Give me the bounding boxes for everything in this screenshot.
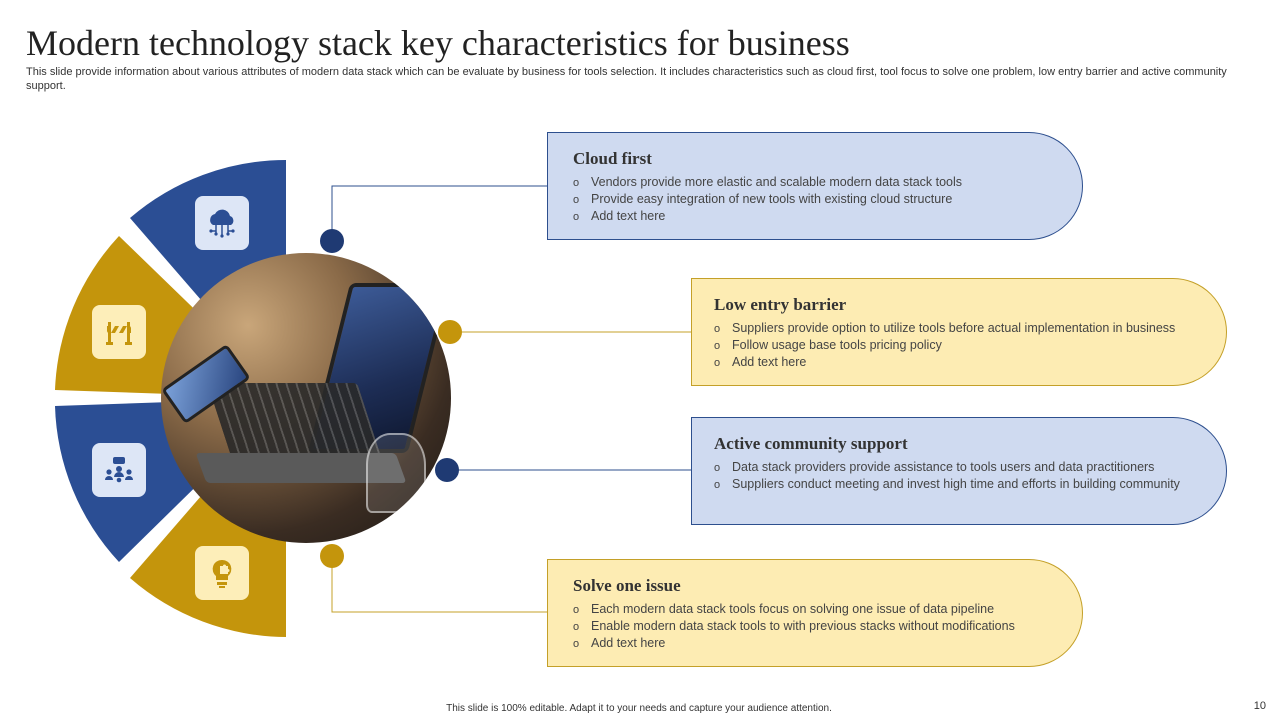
bullet-item: Add text here bbox=[714, 354, 1206, 371]
bullet-list: Suppliers provide option to utilize tool… bbox=[714, 320, 1206, 371]
bullet-item: Suppliers conduct meeting and invest hig… bbox=[714, 476, 1206, 493]
community-tile bbox=[92, 443, 146, 497]
dot-low-entry bbox=[438, 320, 462, 344]
card-active-community-support: Active community support Data stack prov… bbox=[691, 417, 1227, 525]
bullet-item: Follow usage base tools pricing policy bbox=[714, 337, 1206, 354]
bullet-list: Each modern data stack tools focus on so… bbox=[573, 601, 1062, 652]
glass bbox=[366, 433, 426, 513]
bullet-item: Vendors provide more elastic and scalabl… bbox=[573, 174, 1062, 191]
card-cloud-first: Cloud first Vendors provide more elastic… bbox=[547, 132, 1083, 240]
bullet-item: Add text here bbox=[573, 208, 1062, 225]
bullet-list: Vendors provide more elastic and scalabl… bbox=[573, 174, 1062, 225]
card-solve-one-issue: Solve one issue Each modern data stack t… bbox=[547, 559, 1083, 667]
bullet-item: Provide easy integration of new tools wi… bbox=[573, 191, 1062, 208]
dot-cloud-first bbox=[320, 229, 344, 253]
page-number: 10 bbox=[1253, 700, 1266, 712]
slide-title: Modern technology stack key characterist… bbox=[26, 23, 850, 63]
barrier-tile bbox=[92, 305, 146, 359]
community-icon bbox=[105, 457, 133, 483]
cloud-network-icon bbox=[209, 209, 235, 238]
connector-solve-issue bbox=[331, 556, 548, 613]
card-title: Cloud first bbox=[573, 149, 652, 168]
bullet-item: Suppliers provide option to utilize tool… bbox=[714, 320, 1206, 337]
barrier-icon bbox=[106, 322, 132, 345]
cloud-network-tile bbox=[195, 196, 249, 250]
card-low-entry-barrier: Low entry barrier Suppliers provide opti… bbox=[691, 278, 1227, 386]
slide-subtitle: This slide provide information about var… bbox=[26, 66, 1227, 92]
dot-solve-issue bbox=[320, 544, 344, 568]
connector-cloud-first bbox=[331, 185, 548, 241]
lightbulb-puzzle-icon bbox=[212, 559, 232, 588]
bullet-item: Each modern data stack tools focus on so… bbox=[573, 601, 1062, 618]
bullet-item: Data stack providers provide assistance … bbox=[714, 459, 1206, 476]
dot-community bbox=[435, 458, 459, 482]
bullet-item: Enable modern data stack tools to with p… bbox=[573, 618, 1062, 635]
laptop-phone-photo bbox=[161, 253, 451, 543]
bullet-list: Data stack providers provide assistance … bbox=[714, 459, 1206, 493]
card-title: Active community support bbox=[714, 434, 908, 453]
bullet-item: Add text here bbox=[573, 635, 1062, 652]
card-title: Low entry barrier bbox=[714, 295, 847, 314]
slide-footer: This slide is 100% editable. Adapt it to… bbox=[446, 703, 832, 714]
card-title: Solve one issue bbox=[573, 576, 681, 595]
lightbulb-puzzle-tile bbox=[195, 546, 249, 600]
